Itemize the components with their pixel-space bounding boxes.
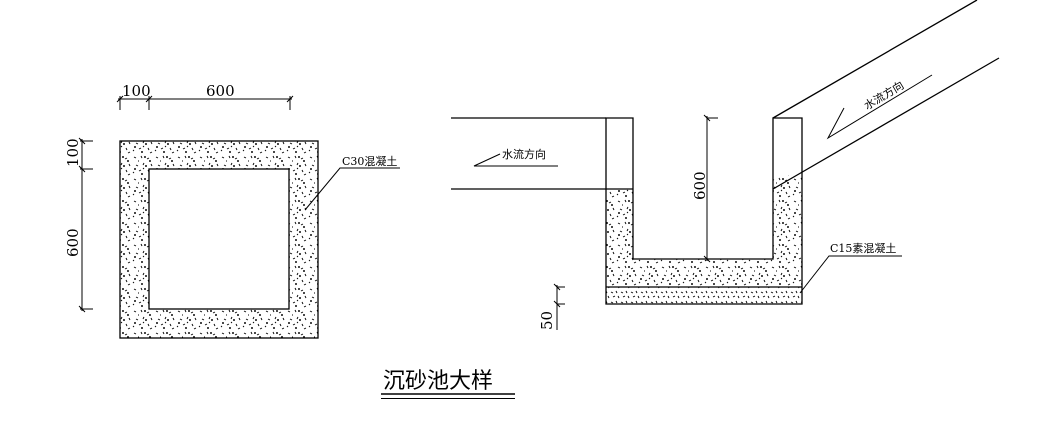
base-material-label: C15素混凝土 bbox=[830, 241, 896, 255]
inlet-flow-arrow-icon bbox=[473, 153, 558, 167]
concrete-wall-fill bbox=[120, 141, 318, 338]
depth-dimension bbox=[703, 114, 718, 263]
outer-wall-outline bbox=[119, 140, 319, 339]
outlet-flow-arrow-icon bbox=[826, 74, 933, 140]
base-material-leader-line bbox=[799, 255, 902, 294]
outlet-channel-bottom bbox=[772, 57, 1000, 190]
c15-base-layer-fill bbox=[606, 287, 802, 304]
dim-left-wall-label: 100 bbox=[64, 138, 82, 167]
section-view: 水流方向 水流方向 600 50 C15素混凝土 bbox=[451, 0, 1000, 330]
left-dimension bbox=[78, 137, 93, 313]
base-dim-label: 50 bbox=[538, 311, 556, 330]
top-dimension bbox=[116, 95, 294, 110]
outlet-channel-top bbox=[772, 0, 978, 119]
material-leader-line bbox=[304, 167, 400, 211]
dim-left-inner-label: 600 bbox=[64, 228, 82, 257]
depth-dim-label: 600 bbox=[691, 171, 709, 200]
dim-top-inner-label: 600 bbox=[206, 82, 235, 100]
inlet-flow-label: 水流方向 bbox=[502, 147, 546, 161]
material-label: C30混凝土 bbox=[342, 154, 397, 168]
base-dimension bbox=[553, 283, 565, 330]
plan-view: 100 600 100 600 C30混凝土 bbox=[64, 82, 400, 339]
inner-opening-outline bbox=[148, 168, 290, 310]
dim-top-wall-label: 100 bbox=[122, 82, 151, 100]
drawing-title: 沉砂池大样 bbox=[383, 369, 493, 394]
